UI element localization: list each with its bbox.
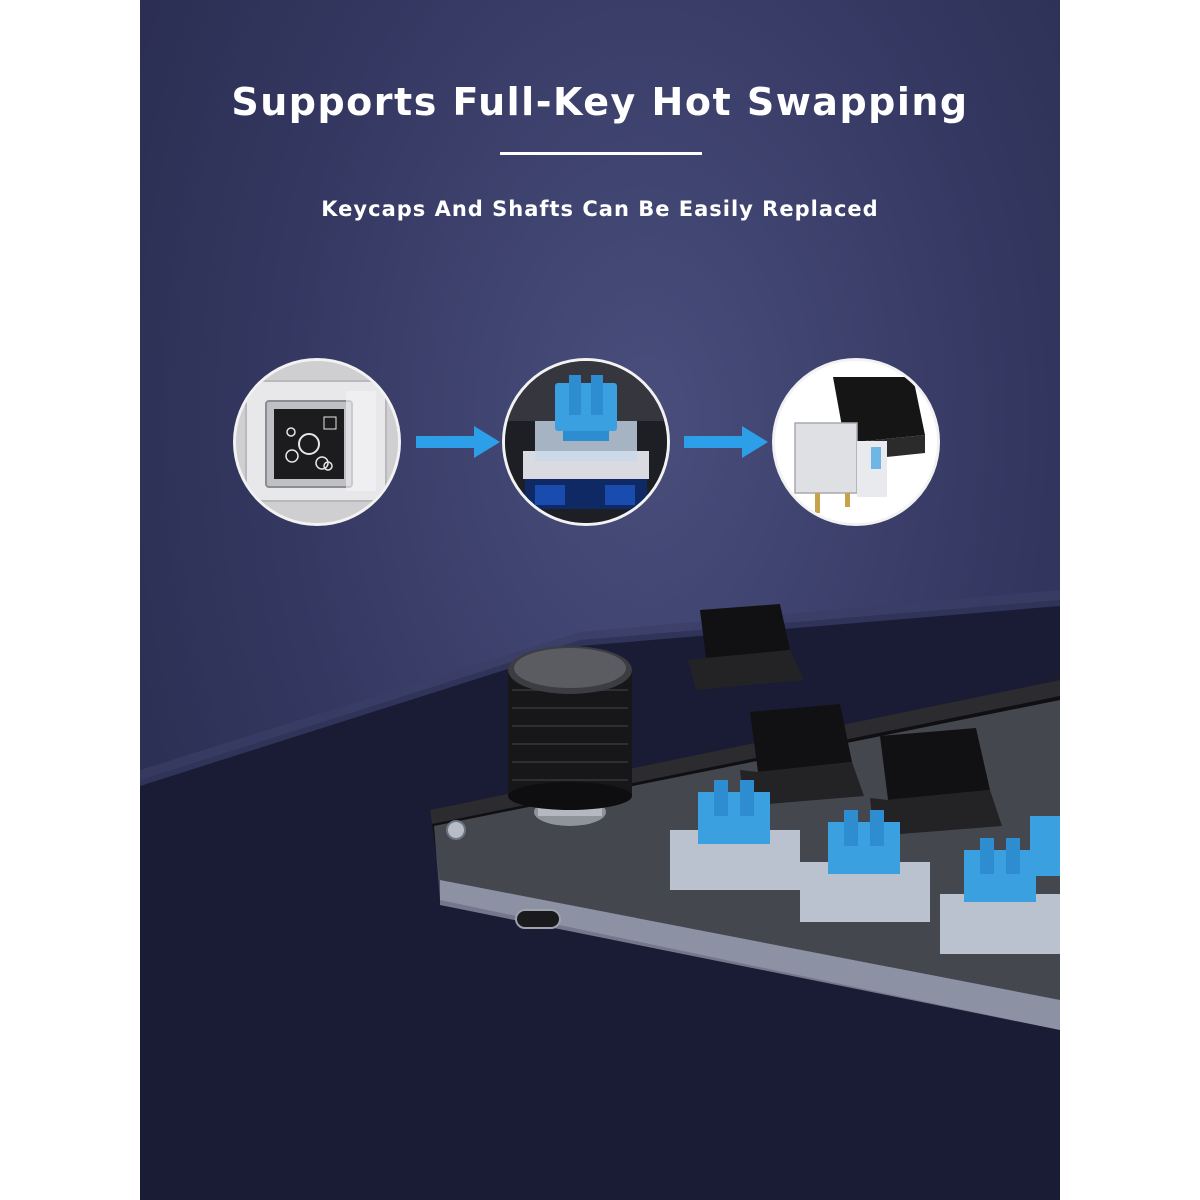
arrow-right-icon xyxy=(416,424,500,464)
product-panel: Supports Full-Key Hot Swapping Keycaps A… xyxy=(140,0,1060,1200)
headline: Supports Full-Key Hot Swapping xyxy=(231,80,969,124)
keycap-on-switch-icon xyxy=(772,358,940,526)
subheadline: Keycaps And Shafts Can Be Easily Replace… xyxy=(321,197,879,221)
blue-switch-icon xyxy=(502,358,670,526)
blue-switch-row xyxy=(670,780,1060,954)
title-divider xyxy=(500,152,702,155)
macro-keypad-scene xyxy=(140,590,1060,1200)
usb-c-port xyxy=(515,909,561,929)
arrow-right-icon xyxy=(684,424,768,464)
empty-switch-socket-icon xyxy=(233,358,401,526)
